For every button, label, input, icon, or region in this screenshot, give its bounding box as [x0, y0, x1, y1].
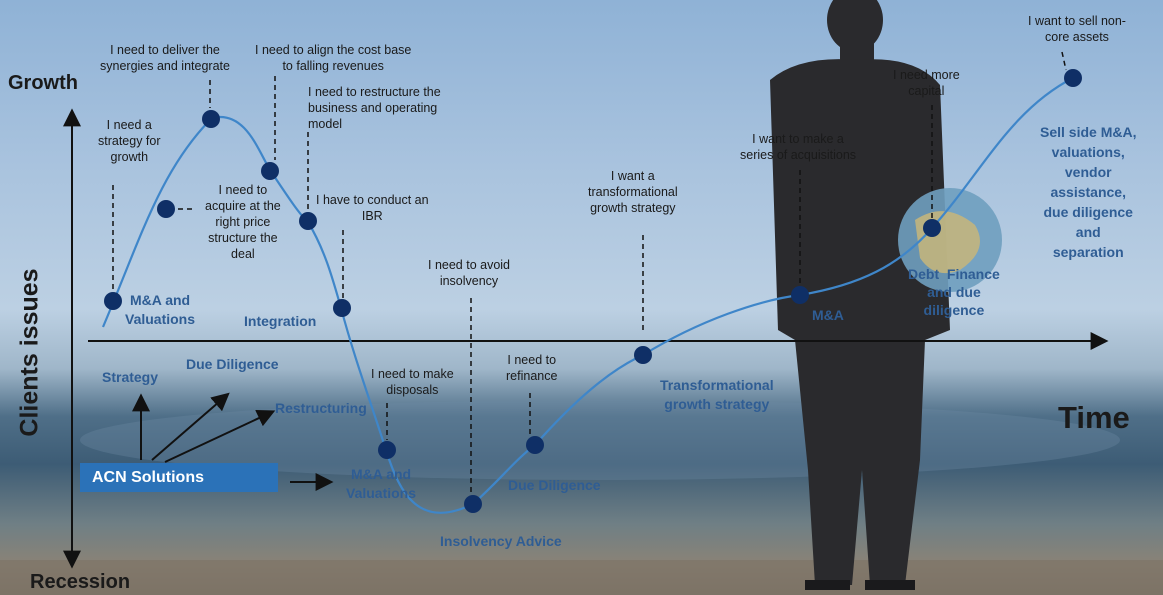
- issue-synergies: I need to deliver the synergies and inte…: [100, 43, 230, 73]
- solution-ma-valuations-low: M&A and Valuations: [346, 466, 417, 501]
- issue-ibr: I have to conduct an IBR: [316, 193, 429, 223]
- solution-debt-finance: Debt Finance and due diligence: [908, 266, 1000, 318]
- solution-strategy: Strategy: [102, 369, 159, 385]
- point-restructure: [299, 212, 317, 230]
- point-ma-valuations: [104, 292, 122, 310]
- issue-sell-noncore: I want to sell non- core assets: [1028, 14, 1126, 44]
- point-transformational: [634, 346, 652, 364]
- point-cost-base: [261, 162, 279, 180]
- issue-acquire: I need to acquire at the right price str…: [205, 183, 281, 261]
- issue-avoid-insolvency: I need to avoid insolvency: [428, 258, 511, 288]
- solution-restructuring: Restructuring: [275, 400, 367, 416]
- point-synergies: [202, 110, 220, 128]
- solution-ma-right: M&A: [812, 307, 844, 323]
- point-sell-noncore: [1064, 69, 1082, 87]
- solution-due-diligence-top: Due Diligence: [186, 356, 279, 372]
- issue-restructure: I need to restructure the business and o…: [308, 85, 441, 131]
- leader-lines: [112, 51, 1067, 495]
- issue-more-capital: I need more capital: [893, 68, 960, 98]
- solution-integration: Integration: [244, 313, 317, 329]
- curve-points: [104, 69, 1082, 513]
- point-acquire: [157, 200, 175, 218]
- issue-acquisitions: I want to make a series of acquisitions: [740, 132, 857, 162]
- issue-strategy-growth: I need a strategy for growth: [98, 118, 161, 164]
- business-cycle-curve: [101, 77, 1074, 514]
- y-axis-top-label: Growth: [8, 72, 78, 94]
- point-integration: [333, 299, 351, 317]
- point-capital: [923, 219, 941, 237]
- solution-arrows: [132, 392, 334, 491]
- man-silhouette: [770, 0, 950, 590]
- point-disposals: [378, 441, 396, 459]
- issue-cost-base: I need to align the cost base to falling…: [255, 43, 412, 73]
- point-refinance: [526, 436, 544, 454]
- solution-due-diligence-low: Due Diligence: [508, 477, 601, 493]
- point-insolvency: [464, 495, 482, 513]
- acn-solutions-box: ACN Solutions: [80, 463, 278, 492]
- solution-transformational: Transformational growth strategy: [660, 377, 774, 412]
- issue-disposals: I need to make disposals: [371, 367, 454, 397]
- solution-sell-side: Sell side M&A, valuations, vendor assist…: [1040, 124, 1137, 260]
- y-axis-bottom-label: Recession: [30, 571, 131, 593]
- point-acquisitions: [791, 286, 809, 304]
- y-axis-title: Clients issues: [15, 268, 44, 437]
- issue-refinance: I need to refinance: [506, 353, 558, 383]
- beach-sand: [0, 560, 1163, 595]
- issue-transformational: I want a transformational growth strateg…: [588, 169, 678, 215]
- solution-insolvency-advice: Insolvency Advice: [440, 533, 562, 549]
- solution-ma-valuations-left: M&A and Valuations: [125, 292, 196, 327]
- x-axis-title: Time: [1058, 400, 1130, 435]
